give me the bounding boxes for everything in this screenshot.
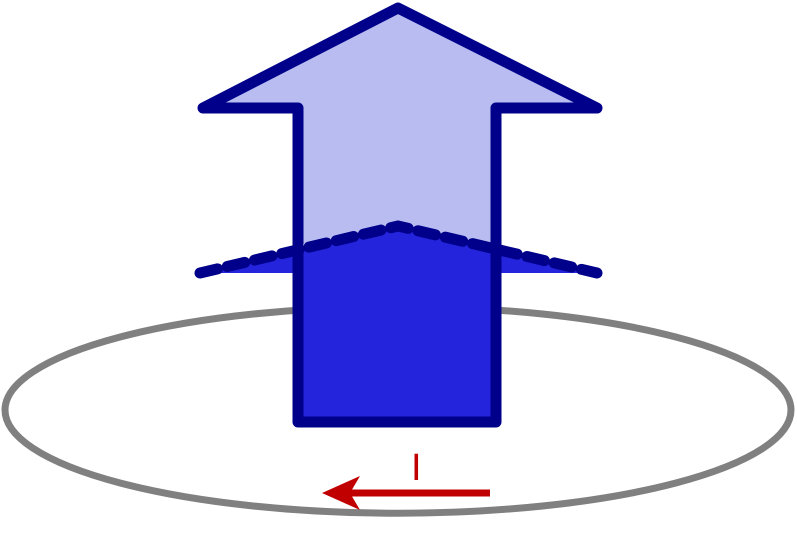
current-loop-front [1, 409, 795, 517]
field-arrow-upper-section [203, 8, 597, 245]
magnetic-field-arrow [197, 2, 603, 428]
current-label: I [411, 447, 422, 489]
field-cross-section-dashed [194, 220, 603, 279]
current-direction-arrowhead [322, 476, 360, 510]
